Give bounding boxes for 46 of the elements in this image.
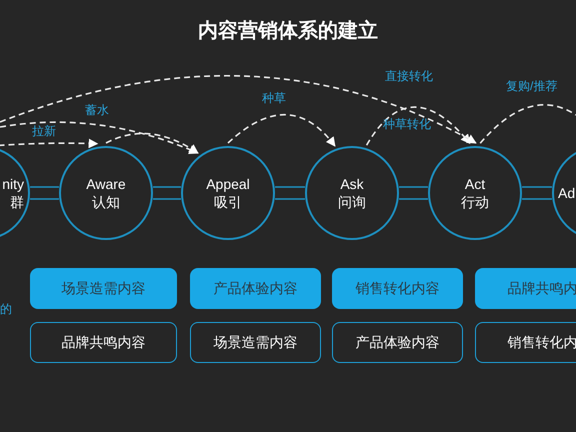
edge-label: 种草	[262, 92, 286, 104]
content-type-text: 产品体验内容	[214, 279, 298, 298]
content-type-text: 销售转化内	[508, 333, 576, 352]
content-box-filled	[475, 268, 576, 309]
edge-label: 直接转化	[385, 70, 433, 82]
stage-name-chinese: 群	[10, 193, 24, 211]
stage-name-chinese: 认知	[92, 193, 120, 211]
content-box-outlined	[332, 322, 463, 363]
double-line-connector	[152, 186, 182, 200]
dashed-arrow	[0, 121, 199, 154]
side-label: 的	[0, 301, 12, 318]
dashed-arrow	[106, 132, 199, 154]
content-type-text: 品牌共鸣内容	[62, 333, 146, 352]
stage-name: Ad	[558, 184, 576, 202]
edge-label: 种草转化	[383, 118, 431, 130]
content-box-filled	[190, 268, 321, 309]
double-line-connector	[274, 186, 306, 200]
content-type-text: 品牌共鸣内	[508, 279, 576, 298]
edge-label: 蓄水	[85, 104, 109, 116]
content-type-text: 销售转化内容	[356, 279, 440, 298]
content-box-filled	[332, 268, 463, 309]
content-type-text: 产品体验内容	[356, 333, 440, 352]
content-box-outlined	[475, 322, 576, 363]
stage-name-chinese: 问询	[338, 193, 366, 211]
double-line-connector	[398, 186, 429, 200]
title: 内容营销体系的建立	[197, 18, 379, 44]
stage-name: Ask	[340, 175, 364, 193]
stage-name: Appeal	[206, 175, 250, 193]
stage-name-chinese: 行动	[461, 193, 489, 211]
dashed-arrow	[0, 75, 477, 144]
content-box-filled	[30, 268, 177, 309]
edge-label: 复购/推荐	[506, 80, 558, 92]
edge-label: 拉新	[32, 125, 56, 137]
double-line-connector	[521, 186, 553, 200]
stage-name: Act	[464, 175, 486, 193]
dashed-arrow	[366, 106, 470, 146]
dashed-arrow	[227, 114, 336, 147]
stage-name: Aware	[86, 175, 126, 193]
content-box-outlined	[190, 322, 321, 363]
content-type-text: 场景造需内容	[214, 333, 298, 352]
content-type-text: 场景造需内容	[62, 279, 146, 298]
content-box-outlined	[30, 322, 177, 363]
dashed-arrow	[0, 138, 98, 148]
stage-name: nity	[2, 175, 24, 193]
stage-name-chinese: 吸引	[214, 193, 242, 211]
double-line-connector	[29, 186, 60, 200]
